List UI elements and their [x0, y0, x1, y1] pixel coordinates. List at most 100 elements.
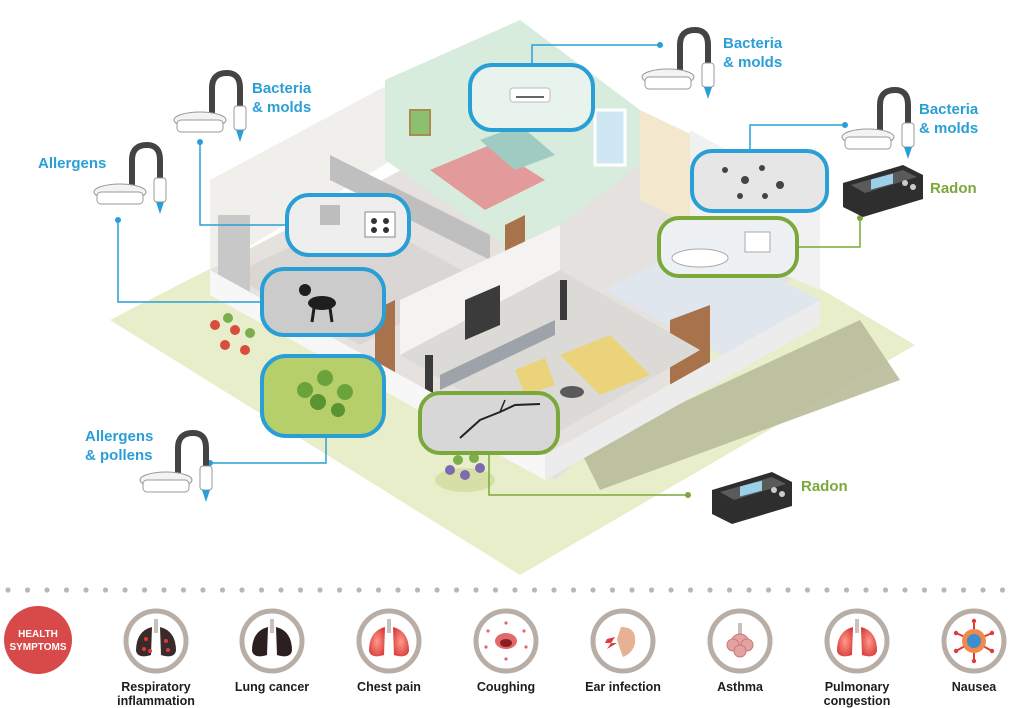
label-allergens-pollens-2: & pollens — [85, 447, 153, 464]
connector-lines — [115, 42, 863, 498]
frame-bathroom — [657, 216, 799, 278]
separator-dot — [122, 587, 128, 593]
label-bacteria-left-2: & molds — [252, 99, 311, 116]
badge-line1: HEALTH — [18, 629, 58, 640]
separator-dot — [24, 587, 31, 593]
separator-dot — [239, 587, 245, 593]
window-top-room — [593, 108, 627, 167]
air-sampler-icon-left — [173, 69, 247, 142]
separator-dot — [999, 587, 1006, 593]
health-symptoms-badge: HEALTH SYMPTOMS — [4, 606, 72, 674]
label-allergens: Allergens — [38, 155, 106, 172]
symptom-label-line2: congestion — [824, 694, 891, 708]
symptom-label-line1: Lung cancer — [235, 680, 309, 694]
separator-dot — [317, 587, 323, 593]
separator-dot — [726, 587, 733, 593]
ear-icon — [605, 627, 636, 657]
separator-dot — [414, 587, 421, 593]
label-allergens-pollens-1: Allergens — [85, 428, 153, 445]
separator-dot — [356, 587, 362, 593]
symptom-label-line1: Respiratory — [121, 680, 191, 694]
lungs-red-icon — [369, 619, 409, 657]
air-sampler-icon-allergens — [93, 141, 167, 214]
bronchi-icon — [726, 623, 754, 658]
frame-air-conditioner — [468, 63, 595, 132]
separator-dot — [629, 587, 635, 593]
frame-mold-wall — [690, 149, 829, 213]
bed — [430, 145, 545, 210]
symptom-item: Coughing — [473, 608, 539, 694]
symptom-item: Asthma — [707, 608, 773, 694]
stomach-icon — [953, 618, 995, 664]
separator-dot — [395, 587, 401, 593]
separator-dot — [453, 587, 460, 593]
symptom-label-line1: Asthma — [717, 680, 764, 694]
armchair — [515, 358, 555, 395]
symptom-label-line1: Pulmonary — [825, 680, 890, 694]
lavender-plants — [435, 453, 495, 492]
lungs-inflamed-icon — [136, 619, 176, 657]
separator-dot — [531, 587, 538, 593]
symptom-label-line1: Ear infection — [585, 680, 661, 694]
separator-dot — [843, 587, 850, 593]
frame-kitchen-stove — [285, 193, 411, 257]
symptom-label-line2: inflammation — [117, 694, 195, 708]
house-shadow — [580, 320, 900, 490]
label-bacteria-top-1: Bacteria — [723, 35, 783, 52]
separator-dot — [141, 587, 148, 593]
radon-monitor-icon-upper — [843, 165, 923, 217]
separator-dot — [941, 587, 947, 593]
air-sampler-icon-pollens — [139, 429, 213, 502]
front-right-wall — [545, 300, 820, 480]
separator-dot — [824, 587, 830, 593]
separator-dot — [921, 587, 928, 593]
separator-dot — [687, 587, 694, 593]
separator-dot — [161, 587, 167, 593]
radon-monitor-icon-lower — [712, 472, 792, 524]
kitchen-counter — [330, 155, 490, 260]
left-back-wall — [210, 65, 425, 270]
symptom-item: Nausea — [941, 608, 1007, 694]
separator-dot — [746, 587, 752, 593]
speaker-right — [560, 280, 567, 320]
lungs-congested-icon — [837, 619, 877, 657]
separator-dot — [375, 587, 382, 593]
symptom-item: Chest pain — [356, 608, 422, 694]
coffee-table — [560, 386, 584, 398]
separator-dot — [473, 587, 479, 593]
frame-floor-crack — [418, 391, 560, 455]
badge-line2: SYMPTOMS — [9, 642, 66, 653]
separator-dot — [278, 587, 284, 593]
lungs-dark-icon — [252, 619, 292, 657]
label-bacteria-top-2: & molds — [723, 54, 782, 71]
separator-dot — [102, 587, 109, 593]
separator-dot — [668, 587, 674, 593]
separator-dot — [180, 587, 187, 593]
separator-dot — [200, 587, 206, 593]
air-sampler-icon-right — [841, 86, 915, 159]
separator-dot — [297, 587, 304, 593]
sofa-top-room — [480, 125, 555, 170]
separator-dot — [5, 587, 11, 593]
dotted-separator — [5, 587, 1006, 593]
separator-dot — [219, 587, 226, 593]
tomato-plants — [210, 313, 255, 355]
symptom-item: Ear infection — [585, 608, 661, 694]
painting — [409, 109, 431, 136]
frame-plants — [260, 354, 386, 438]
mouth-cough-icon — [484, 621, 528, 661]
separator-dot — [785, 587, 791, 593]
bathroom-floor — [605, 240, 820, 360]
separator-dot — [863, 587, 869, 593]
separator-dot — [590, 587, 596, 593]
label-radon-upper: Radon — [930, 180, 977, 197]
separator-dot — [765, 587, 772, 593]
separator-dot — [492, 587, 499, 593]
tv-cabinet — [440, 320, 555, 390]
symptom-item: Lung cancer — [235, 608, 309, 694]
separator-dot — [902, 587, 908, 593]
